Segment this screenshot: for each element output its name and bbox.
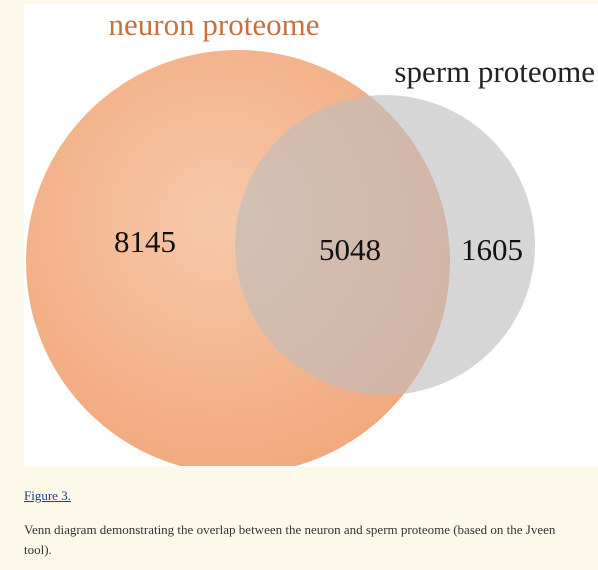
sperm-set-title: sperm proteome [394, 54, 595, 89]
sperm-set-circle [235, 95, 535, 395]
region-intersection-count: 5048 [319, 232, 381, 267]
neuron-set-title: neuron proteome [109, 7, 320, 42]
region-neuron-only-count: 8145 [114, 224, 176, 259]
figure-caption: Venn diagram demonstrating the overlap b… [24, 522, 556, 557]
region-sperm-only-count: 1605 [461, 232, 523, 267]
venn-diagram: neuron proteome sperm proteome 8145 5048… [26, 7, 595, 466]
figure-label-link[interactable]: Figure 3. [24, 488, 71, 503]
venn-diagram-figure: neuron proteome sperm proteome 8145 5048… [24, 4, 598, 466]
